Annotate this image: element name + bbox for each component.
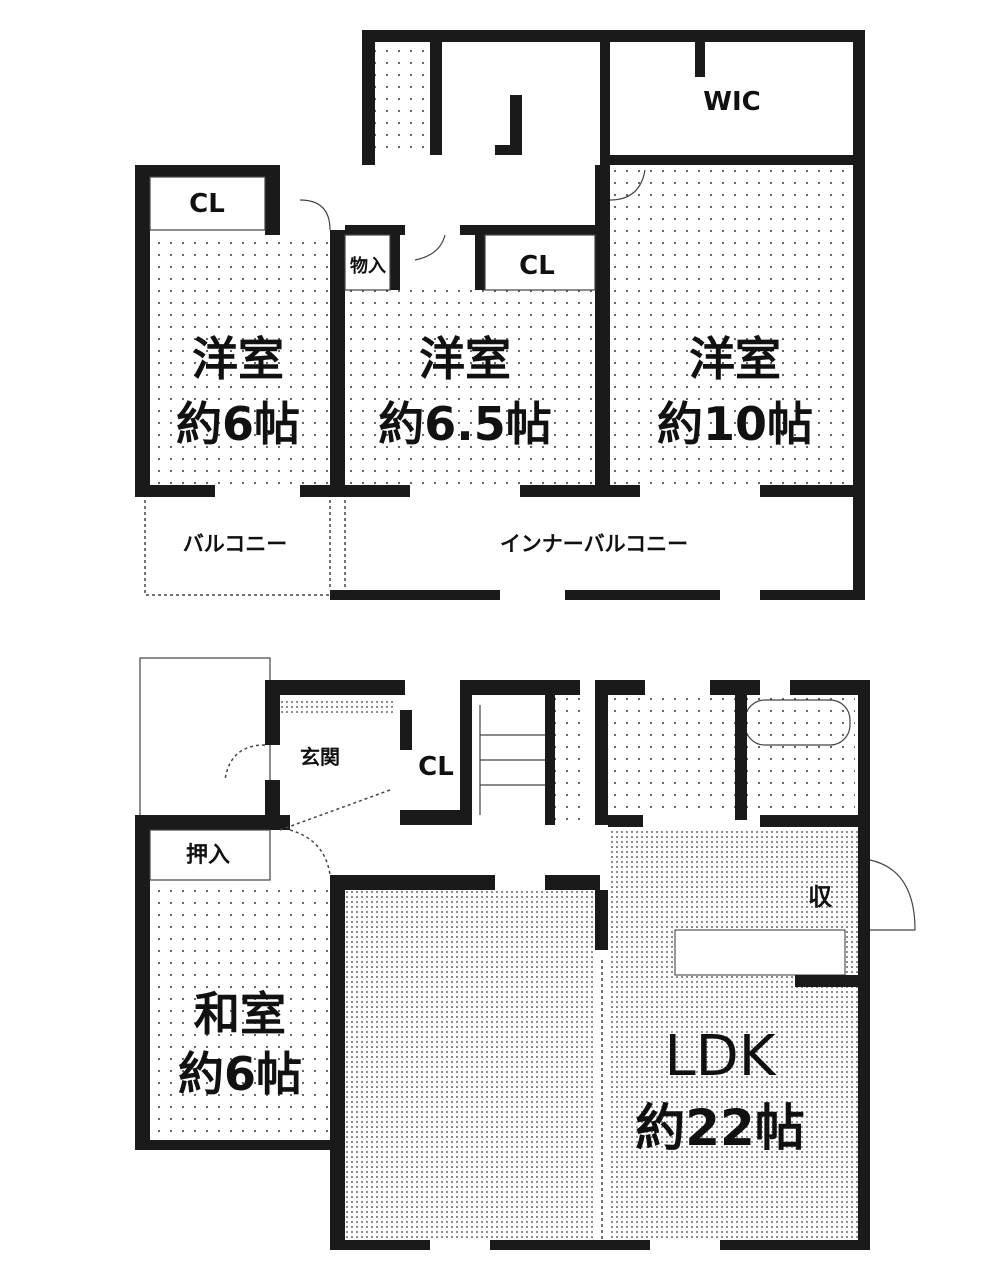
wall (330, 875, 495, 890)
shoe-box (280, 698, 395, 716)
wall (720, 1240, 870, 1250)
wall (135, 1140, 330, 1150)
washitsu-size: 約6帖 (178, 1047, 302, 1101)
room2-name: 洋室 (419, 332, 511, 386)
wall (400, 810, 472, 825)
wall (858, 680, 870, 1250)
storage-box (344, 234, 391, 291)
washitsu-name: 和室 (194, 987, 286, 1041)
closet-mid-label: CL (519, 251, 555, 281)
wall (330, 590, 500, 600)
wall (600, 30, 610, 165)
wall (510, 95, 522, 155)
ldk-name: LDK (664, 1024, 776, 1089)
stairs (479, 705, 545, 815)
room3-name: 洋室 (689, 332, 781, 386)
closet-left-box (149, 176, 266, 231)
kitchen-counter (674, 929, 846, 976)
wall (565, 590, 720, 600)
wall (595, 890, 608, 950)
wall (545, 875, 600, 890)
storage-label: 物入 (350, 255, 386, 277)
oshiire-label: 押入 (186, 842, 230, 868)
washitsu-floor (150, 880, 330, 1140)
closet-mid-box (484, 234, 596, 291)
wall (490, 1240, 650, 1250)
wall (362, 30, 605, 42)
wall (300, 485, 410, 497)
oshiire-box (149, 829, 271, 881)
wall (135, 485, 215, 497)
wall (495, 145, 522, 155)
wall (760, 590, 865, 600)
wall (135, 165, 150, 495)
wall (135, 815, 150, 1150)
wall (390, 235, 400, 290)
wall (735, 680, 747, 820)
toilet-floor (375, 40, 430, 150)
balcony-divider (144, 500, 346, 596)
wall (330, 1240, 430, 1250)
upper-floor: CL 物入 CL WIC 洋室 約6帖 洋室 約6.5帖 洋室 約10帖 バルコ… (135, 30, 865, 600)
wall (853, 30, 865, 600)
room2-floor (345, 290, 595, 485)
hall-floor (345, 890, 595, 1240)
wall (520, 485, 640, 497)
washroom-floor (610, 695, 740, 815)
wall (135, 165, 280, 177)
wall (695, 42, 705, 77)
ldk-floor (610, 830, 860, 1240)
wall (330, 875, 345, 1250)
porch-outline (139, 657, 271, 819)
wall (400, 710, 412, 750)
room3-floor (610, 165, 855, 485)
door-swing-ldk (869, 859, 916, 931)
toilet-floor (555, 695, 590, 820)
balcony-label: バルコニー (183, 532, 288, 556)
entrance-label: 玄関 (300, 745, 340, 769)
door-swings (224, 744, 391, 876)
wall (605, 155, 865, 165)
wall (795, 975, 870, 987)
room1-floor (150, 235, 330, 485)
wall (460, 225, 600, 235)
wall (135, 815, 290, 830)
wall (605, 30, 865, 42)
inner-balcony-label: インナーバルコニー (500, 532, 688, 556)
storage-label: 収 (808, 883, 833, 911)
wall (595, 680, 608, 825)
wall (760, 815, 870, 827)
room3-size: 約10帖 (657, 397, 813, 451)
wall (460, 680, 472, 825)
wall (265, 680, 405, 695)
wall (362, 30, 375, 165)
wall (265, 680, 280, 745)
wall (760, 485, 865, 497)
wall (460, 680, 580, 695)
wall (265, 165, 280, 235)
ldk-size: 約22帖 (635, 1099, 805, 1157)
closet-left-label: CL (189, 189, 225, 219)
room1-name: 洋室 (192, 332, 284, 386)
wall (475, 235, 485, 290)
wall (330, 230, 345, 495)
door-swings (299, 169, 646, 261)
wall (430, 30, 442, 155)
wall (545, 680, 555, 825)
lower-floor: 玄関 CL 押入 収 和室 約6帖 LDK 約22帖 (135, 657, 916, 1250)
bath-floor (745, 695, 855, 815)
wic-label: WIC (703, 87, 760, 117)
closet-label: CL (418, 752, 454, 782)
wall (595, 165, 610, 495)
wall (608, 815, 643, 827)
room1-size: 約6帖 (176, 397, 300, 451)
wall (790, 680, 870, 695)
wall (345, 225, 405, 235)
room2-size: 約6.5帖 (378, 397, 552, 451)
